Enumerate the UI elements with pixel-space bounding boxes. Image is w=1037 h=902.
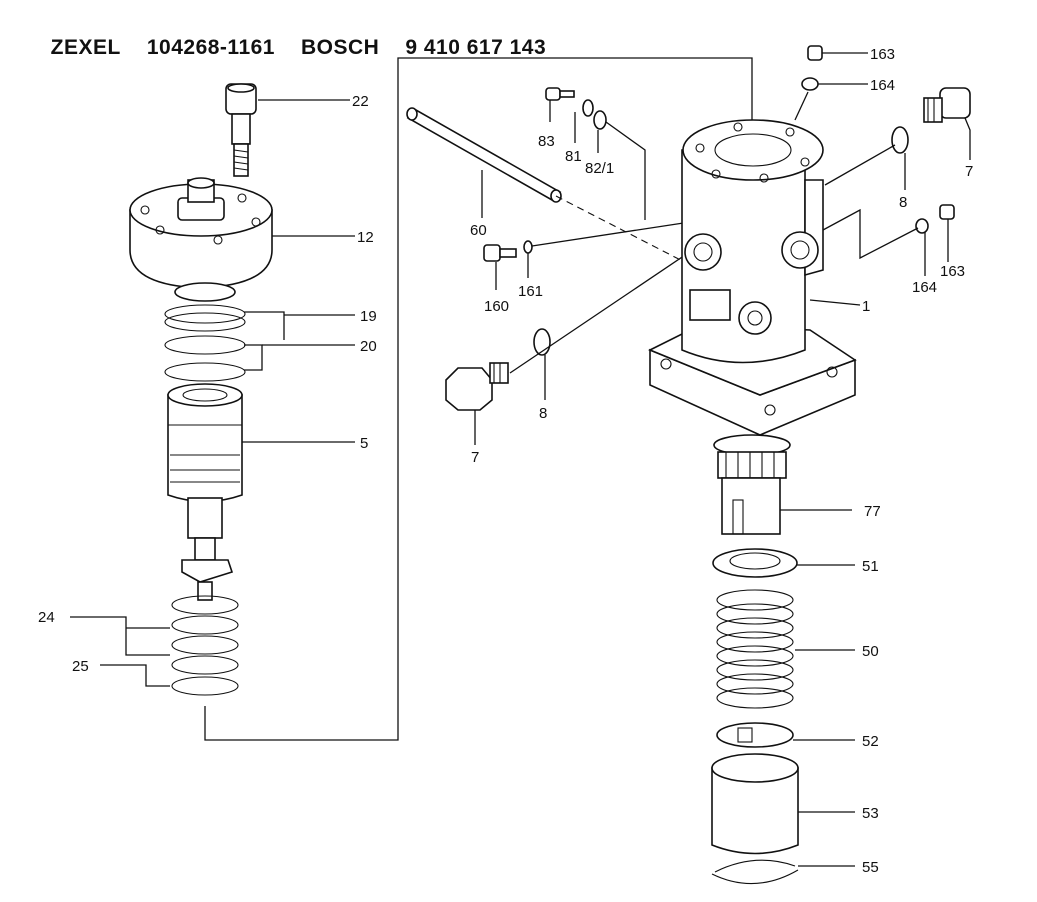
callout-60: 60 [470,222,487,239]
shims-part-24-25 [171,595,239,696]
callout-51: 51 [862,558,879,575]
callout-7-left: 7 [471,449,479,466]
circlip-part-55 [711,859,855,885]
callout-163-top: 163 [870,46,895,63]
callout-numbers: 22 12 19 20 5 24 25 60 83 81 82/1 160 16… [38,46,973,876]
callout-12: 12 [357,229,374,246]
callout-81: 81 [565,148,582,165]
flange-part-12 [129,177,273,289]
callout-20: 20 [360,338,377,355]
left-leader-lines [70,99,355,687]
control-sleeve-part-77 [713,434,852,535]
callout-164-side: 164 [912,279,937,296]
callout-82-1: 82/1 [585,160,614,177]
spring-part-50 [716,589,855,709]
callout-5: 5 [360,435,368,452]
brand-name: BOSCH [301,36,380,59]
callout-8-right: 8 [899,194,907,211]
callout-52: 52 [862,733,879,750]
callout-1: 1 [862,298,870,315]
screw-part-83 [545,87,575,101]
o-ring-part-8-left [509,244,701,400]
washer-part-81 [549,99,646,220]
callout-160: 160 [484,298,509,315]
maker-name: ZEXEL [50,36,121,59]
plug-part-7-left [445,362,509,445]
tappet-part-53 [711,753,855,855]
o-rings-part-19-20 [164,282,246,382]
callout-25: 25 [72,658,89,675]
bolt-part-160 [483,221,691,290]
callout-8-left: 8 [539,405,547,422]
callout-53: 53 [862,805,879,822]
rod-part-60 [406,107,701,271]
spring-seat-part-51 [712,548,855,578]
callout-24: 24 [38,609,55,626]
side-screws-163-164 [822,204,955,276]
zexel-part-number: 104268-1161 [146,36,275,59]
pump-top-screws-163-164 [794,45,868,121]
pump-housing-part-1 [648,119,861,436]
callout-77: 77 [864,503,881,520]
o-ring-part-8-right [824,126,909,190]
plug-part-7-right [923,87,971,160]
callout-55: 55 [862,859,879,876]
assembly-connector-line [204,57,753,741]
diagram-header: ZEXEL 104268-1161 BOSCH 9 410 617 143 [38,12,572,60]
callout-19: 19 [360,308,377,325]
callout-83: 83 [538,133,555,150]
screw-part-22 [225,83,257,177]
spring-seat-part-52 [716,722,855,748]
barrel-part-5 [167,383,243,601]
callout-161: 161 [518,283,543,300]
callout-7-right: 7 [965,163,973,180]
callout-50: 50 [862,643,879,660]
bosch-part-number: 9 410 617 143 [405,36,547,59]
callout-22: 22 [352,93,369,110]
callout-163-side: 163 [940,263,965,280]
callout-164-top: 164 [870,77,895,94]
